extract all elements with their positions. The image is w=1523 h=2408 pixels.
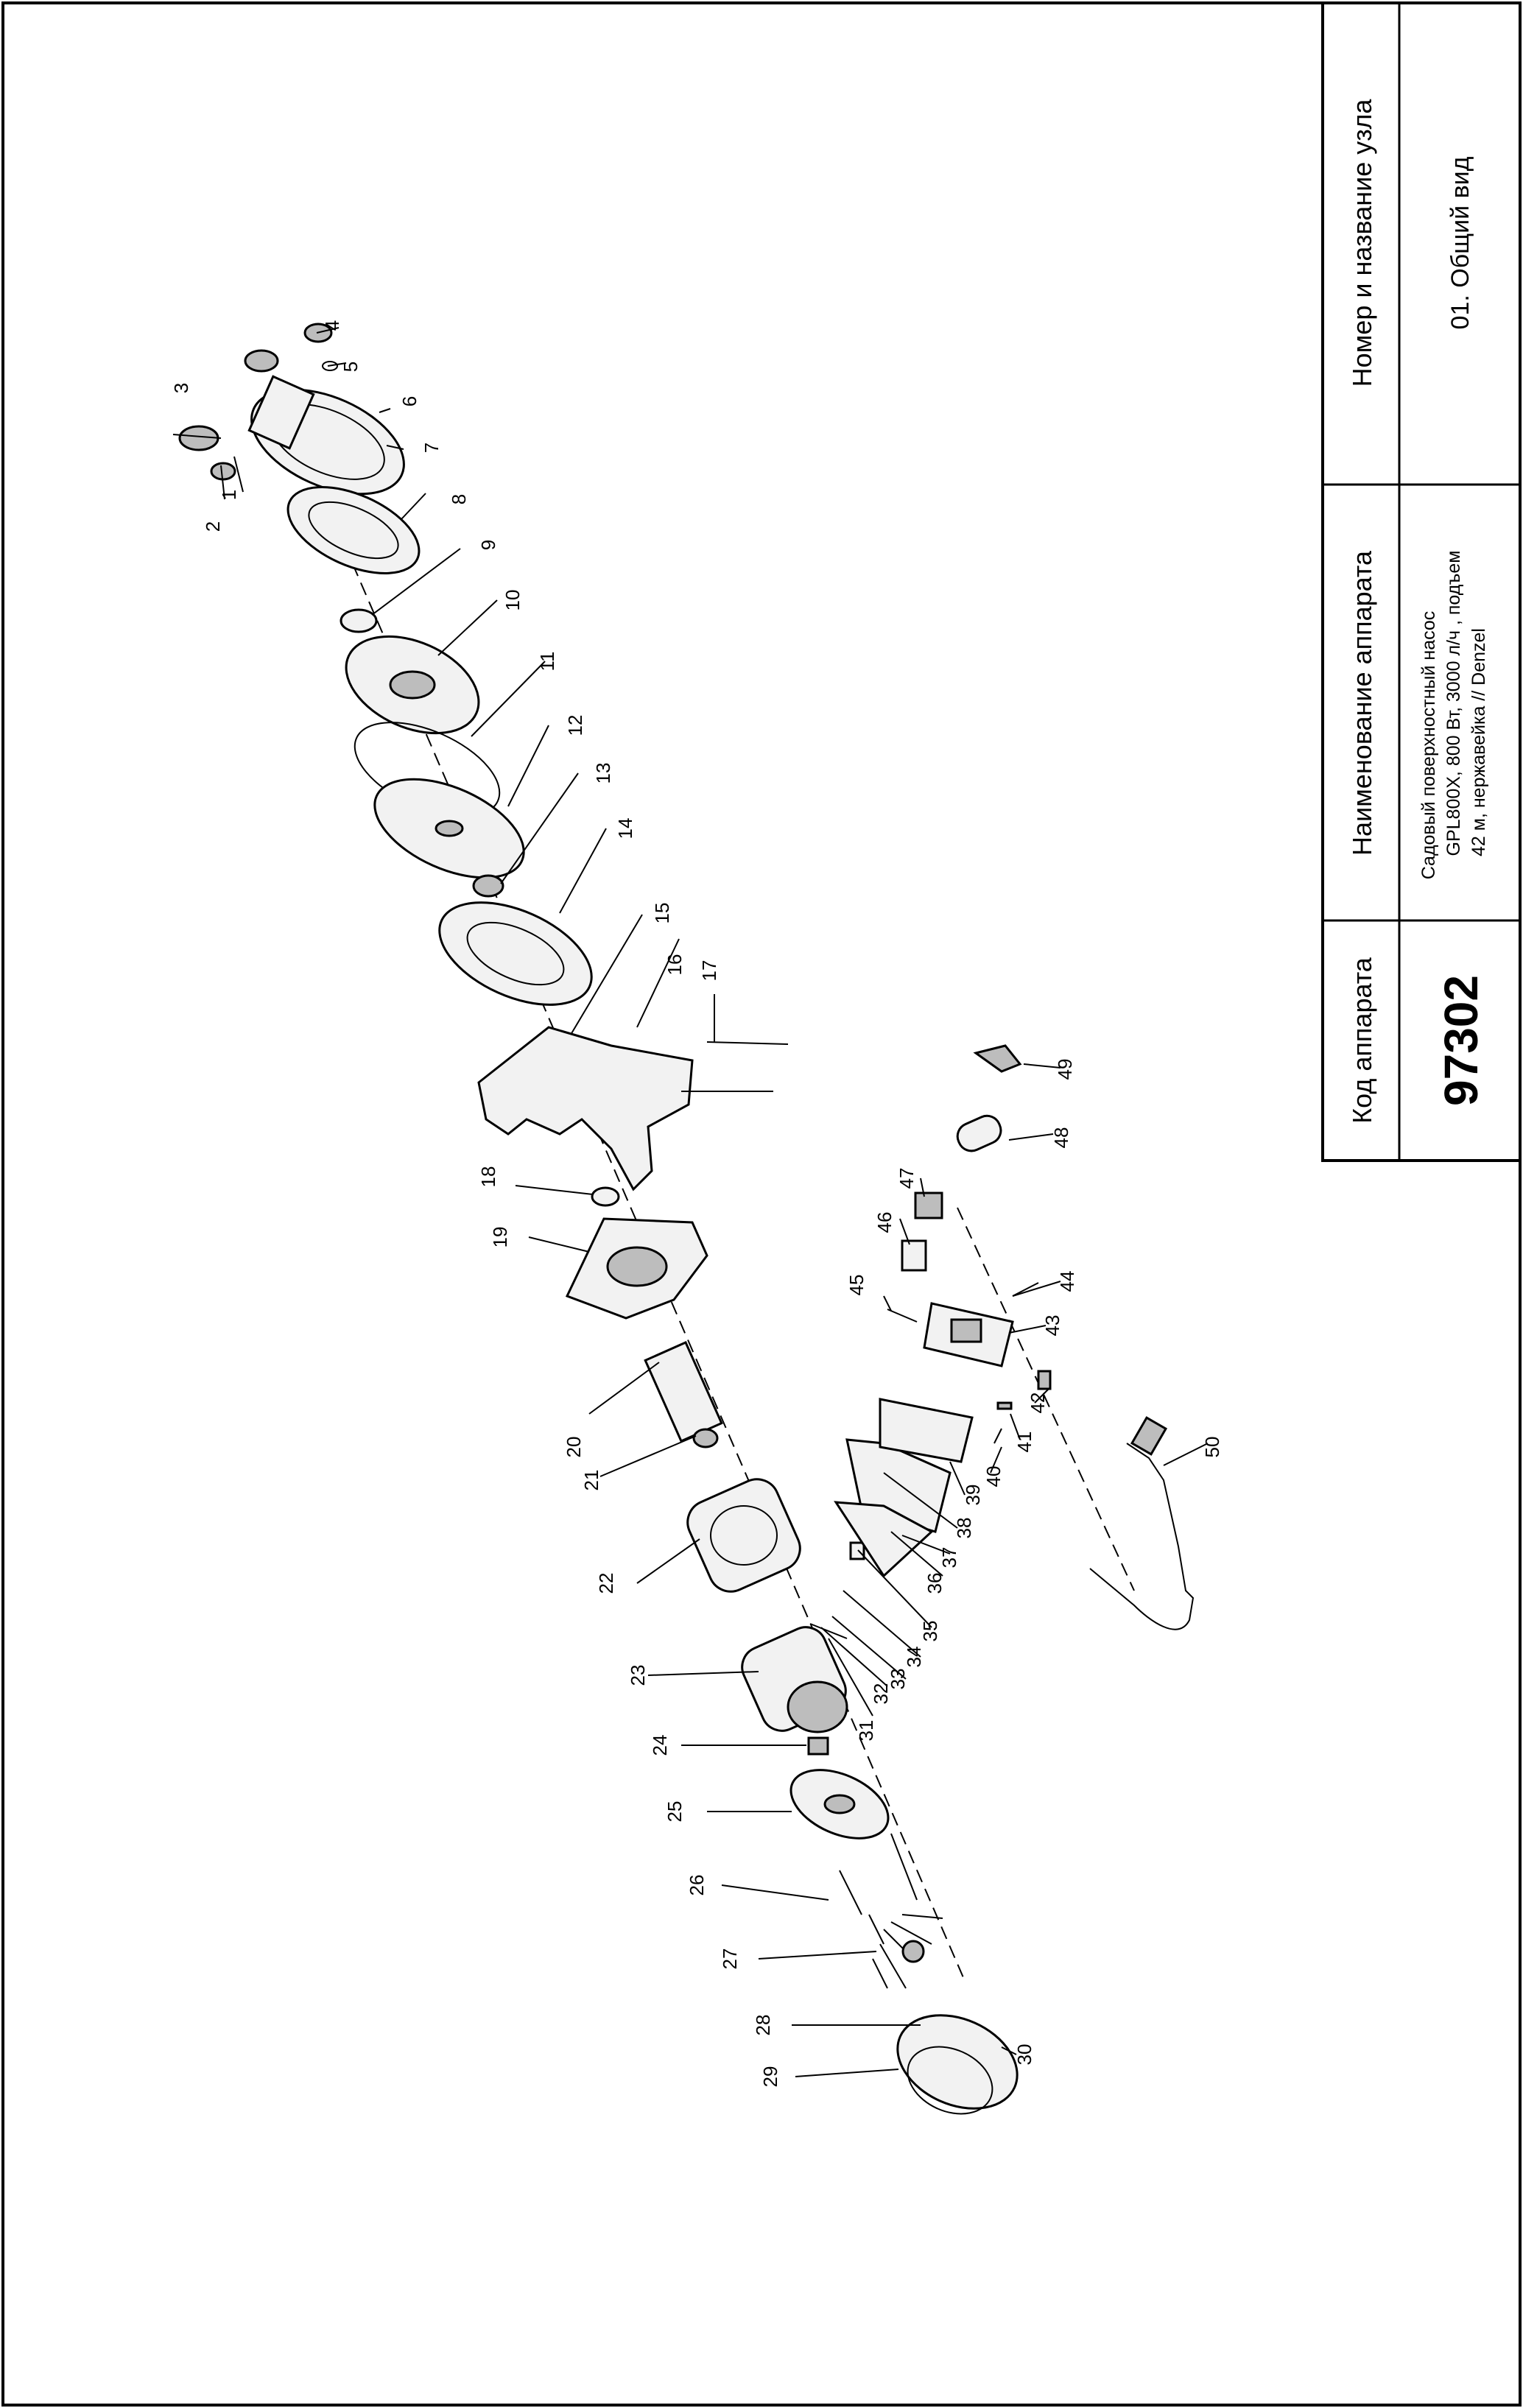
pump-drawing (178, 323, 1195, 2115)
part-label-28: 28 (752, 2015, 774, 2036)
part-label-48: 48 (1050, 1127, 1072, 1149)
part-label-14: 14 (614, 818, 636, 839)
part-label-9: 9 (477, 540, 499, 550)
part-label-46: 46 (873, 1212, 896, 1233)
part-label-12: 12 (564, 715, 586, 736)
stand (477, 1026, 694, 1191)
part-label-23: 23 (627, 1665, 649, 1686)
part-label-22: 22 (595, 1573, 617, 1594)
part-label-16: 16 (664, 954, 686, 976)
part-label-47: 47 (896, 1168, 918, 1189)
code-header: Код аппарата (1347, 957, 1377, 1124)
part-label-8: 8 (448, 494, 470, 504)
part-label-2: 2 (202, 521, 224, 532)
part-label-31: 31 (855, 1720, 877, 1742)
part-label-38: 38 (953, 1518, 975, 1539)
title-block: Номер и название узла 01. Общий вид Наим… (1321, 1, 1522, 1162)
node-value: 01. Общий вид (1446, 156, 1474, 329)
part-label-5: 5 (340, 362, 362, 372)
part-label-49: 49 (1054, 1059, 1076, 1080)
name-header: Наименование аппарата (1347, 550, 1377, 856)
part-label-6: 6 (398, 396, 421, 406)
part-label-4: 4 (321, 320, 343, 331)
node-header: Номер и название узла (1347, 99, 1377, 387)
leader-lines (172, 327, 1209, 2077)
part-label-17: 17 (698, 960, 720, 982)
part-label-41: 41 (1013, 1432, 1035, 1453)
part-label-11: 11 (536, 652, 558, 672)
name-line-2: GPL800X, 800 Вт, 3000 л/ч , подъем (1443, 551, 1464, 856)
assembly-axis (286, 412, 965, 1982)
part-label-33: 33 (887, 1669, 909, 1690)
part-label-50: 50 (1201, 1437, 1223, 1458)
part-label-29: 29 (759, 2066, 781, 2088)
part-label-7: 7 (421, 443, 443, 453)
part-label-40: 40 (982, 1466, 1005, 1488)
part-label-20: 20 (563, 1437, 585, 1458)
pump-housing (178, 323, 405, 496)
fan-cover (896, 2014, 1019, 2110)
part-label-45: 45 (845, 1275, 868, 1296)
part-label-19: 19 (489, 1227, 511, 1248)
part-label-37: 37 (938, 1547, 960, 1569)
power-cable (1089, 1443, 1195, 1630)
name-line-1: Садовый поверхностный насос (1418, 611, 1439, 880)
part-label-26: 26 (686, 1875, 708, 1896)
part-label-25: 25 (664, 1801, 686, 1823)
part-label-21: 21 (580, 1470, 602, 1491)
part-label-42: 42 (1027, 1393, 1049, 1414)
part-label-18: 18 (477, 1166, 499, 1188)
fan (872, 1914, 943, 1989)
code-value: 97302 (1435, 975, 1488, 1106)
part-label-36: 36 (924, 1573, 946, 1594)
stator (686, 1478, 801, 1593)
electrical-axis (957, 1207, 1135, 1591)
gasket (286, 486, 421, 574)
part-label-24: 24 (649, 1735, 671, 1756)
part-label-15: 15 (651, 903, 673, 924)
part-label-1: 1 (218, 490, 240, 500)
part-label-35: 35 (919, 1621, 941, 1642)
part-label-3: 3 (170, 383, 192, 393)
part-label-43: 43 (1041, 1315, 1063, 1337)
part-label-30: 30 (1013, 2044, 1035, 2066)
part-label-32: 32 (870, 1683, 892, 1705)
name-line-3: 42 м, нержавейка // Denzel (1469, 628, 1489, 856)
pump-body-plate (438, 901, 593, 1006)
part-label-39: 39 (962, 1485, 984, 1506)
rotor (644, 1341, 723, 1443)
part-label-44: 44 (1056, 1271, 1078, 1292)
part-label-34: 34 (903, 1647, 925, 1668)
part-label-13: 13 (592, 763, 614, 784)
part-label-10: 10 (502, 590, 524, 611)
capacitor (956, 1114, 1002, 1152)
part-label-27: 27 (719, 1948, 741, 1970)
